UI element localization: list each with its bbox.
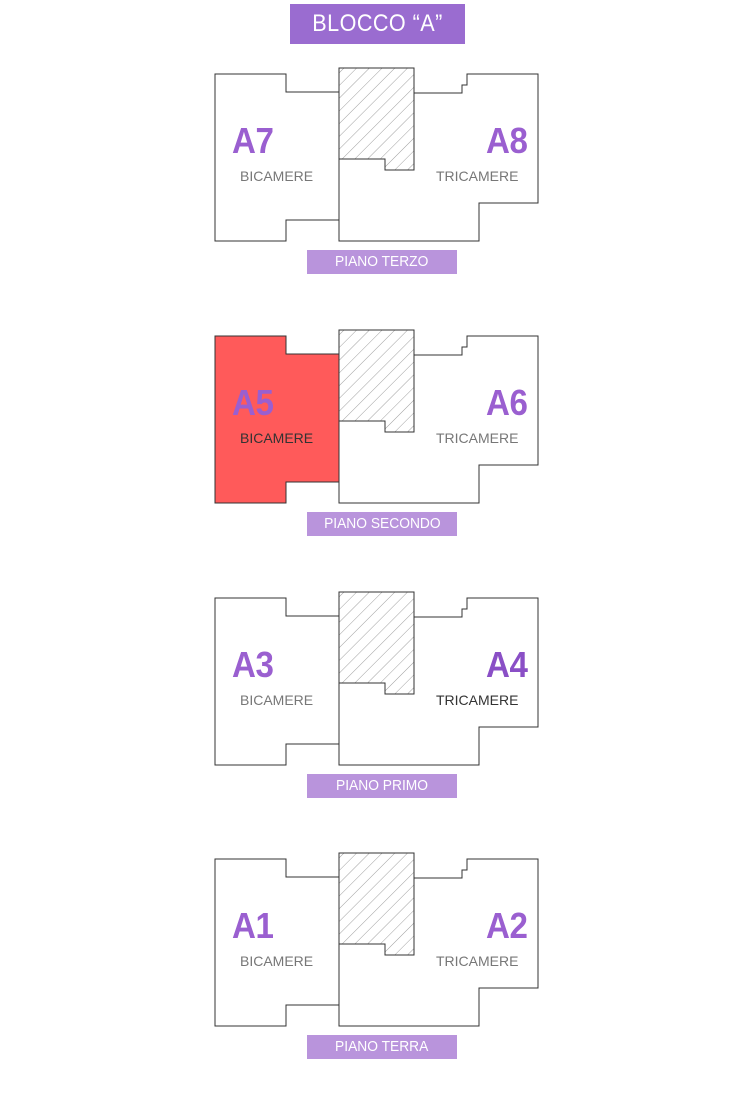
unit-code-a1[interactable]: A1 (232, 905, 274, 946)
floor-piano-primo: A3 BICAMERE A4 TRICAMERE PIANO PRIMO (0, 591, 755, 832)
unit-code-a3[interactable]: A3 (232, 644, 274, 685)
floor-label-piano-secondo[interactable]: PIANO SECONDO (307, 512, 457, 536)
unit-type-a1[interactable]: BICAMERE (240, 953, 314, 969)
floor-plan (214, 591, 539, 766)
stairwell-core (338, 329, 415, 433)
floor-piano-secondo: A5 BICAMERE A6 TRICAMERE PIANO SECONDO (0, 329, 755, 570)
unit-code-a2[interactable]: A2 (486, 905, 528, 946)
unit-code-a4[interactable]: A4 (486, 644, 528, 685)
stairwell-core (338, 67, 415, 171)
unit-type-a5[interactable]: BICAMERE (240, 430, 314, 446)
block-title: BLOCCO “A” (290, 4, 465, 44)
floor-plan (214, 329, 539, 504)
unit-type-a2[interactable]: TRICAMERE (436, 953, 519, 969)
floor-label-piano-terra[interactable]: PIANO TERRA (307, 1035, 457, 1059)
floor-label-piano-primo[interactable]: PIANO PRIMO (307, 774, 457, 798)
unit-code-a7[interactable]: A7 (232, 120, 274, 161)
floor-piano-terra: A1 BICAMERE A2 TRICAMERE PIANO TERRA (0, 852, 755, 1093)
stairwell-core (338, 852, 415, 956)
stairwell-core (338, 591, 415, 695)
floor-plan (214, 852, 539, 1027)
floor-plan (214, 67, 539, 242)
unit-type-a3[interactable]: BICAMERE (240, 692, 314, 708)
unit-type-a4[interactable]: TRICAMERE (436, 692, 519, 708)
unit-code-a8[interactable]: A8 (486, 120, 528, 161)
unit-type-a8[interactable]: TRICAMERE (436, 168, 519, 184)
block-title-text: BLOCCO “A” (312, 10, 443, 37)
floor-label-piano-terzo[interactable]: PIANO TERZO (307, 250, 457, 274)
floor-piano-terzo: A7 BICAMERE A8 TRICAMERE PIANO TERZO (0, 67, 755, 308)
unit-type-a6[interactable]: TRICAMERE (436, 430, 519, 446)
unit-code-a5[interactable]: A5 (232, 382, 274, 423)
unit-code-a6[interactable]: A6 (486, 382, 528, 423)
unit-type-a7[interactable]: BICAMERE (240, 168, 314, 184)
